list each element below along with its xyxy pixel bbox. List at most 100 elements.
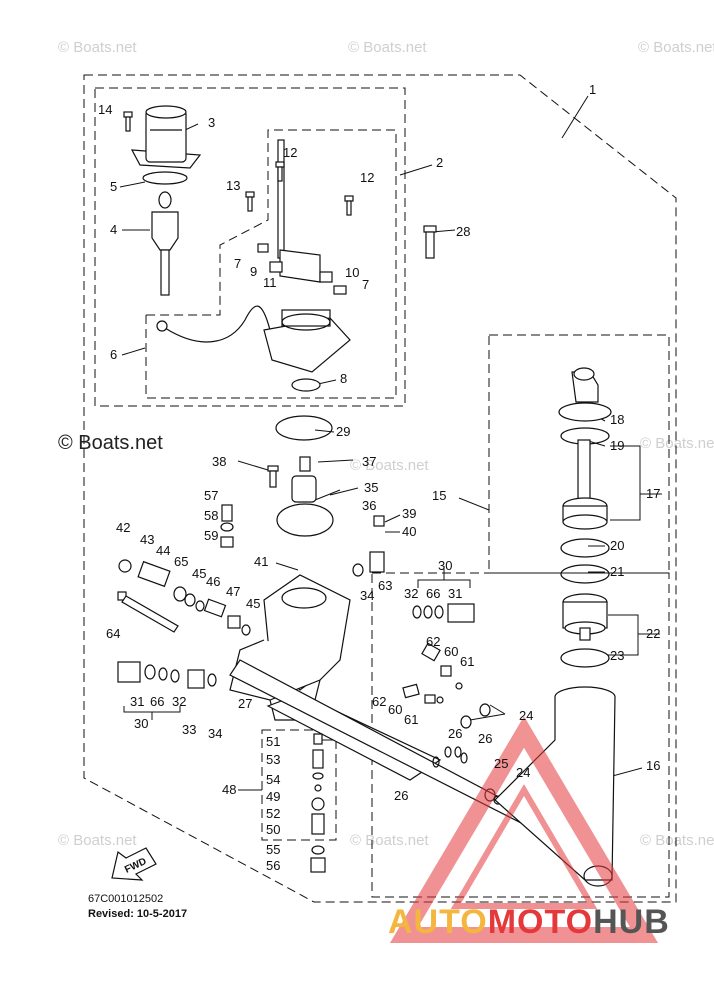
revised-date: Revised: 10-5-2017: [88, 908, 188, 920]
callout-12b: 12: [360, 170, 374, 185]
callout-29: 29: [336, 424, 350, 439]
screws-12-13: [245, 161, 354, 216]
valve-63: [352, 551, 385, 577]
automotohub-logo: AUTOMOTOHUB: [388, 903, 670, 942]
bolt-38: [267, 465, 279, 488]
callout-50: 50: [266, 822, 280, 837]
part-code: 67C001012502: [88, 893, 164, 905]
callout-34a: 34: [208, 726, 222, 741]
pump-base: [263, 309, 351, 373]
valve-43-44: [137, 560, 205, 612]
valve-stack-48: [310, 733, 326, 873]
callout-7b: 7: [362, 277, 369, 292]
callout-35: 35: [364, 480, 378, 495]
spring-37: [299, 456, 311, 472]
spring-46: [203, 598, 227, 618]
logo-part-moto: MOTO: [487, 903, 594, 941]
callout-45a: 45: [192, 566, 206, 581]
callout-5: 5: [110, 179, 117, 194]
callout-38: 38: [212, 454, 226, 469]
callout-66a: 66: [150, 694, 164, 709]
callout-61b: 61: [404, 712, 418, 727]
callout-24a: 24: [519, 708, 533, 723]
valve-cartridge-30-right: [412, 603, 475, 623]
callout-26b: 26: [478, 731, 492, 746]
callout-31b: 31: [448, 586, 462, 601]
callout-26c: 26: [394, 788, 408, 803]
callout-labels: 1 2 3 4 5 6 7 7 8 9 10 11 12 12 13 14 15…: [98, 82, 660, 873]
logo-part-auto: AUTO: [388, 903, 488, 941]
callout-64: 64: [106, 626, 120, 641]
callout-49: 49: [266, 789, 280, 804]
valve-60-62-lower: [402, 683, 444, 704]
callout-22: 22: [646, 626, 660, 641]
callout-23: 23: [610, 648, 624, 663]
callout-60b: 60: [388, 702, 402, 717]
o-ring-20: [560, 538, 610, 558]
o-ring-21: [560, 564, 610, 584]
callout-65: 65: [174, 554, 188, 569]
pump-gear-36: [276, 503, 334, 537]
callout-40: 40: [402, 524, 416, 539]
callout-46: 46: [206, 574, 220, 589]
brush-holder: [277, 139, 321, 283]
warning-triangle-logo: [389, 716, 659, 943]
gland-22: [562, 593, 608, 641]
pump-valve-group: [117, 456, 592, 873]
seat-58: [220, 522, 234, 532]
brand-watermark: © Boats.net: [58, 432, 163, 454]
piston-33: [187, 669, 205, 689]
callout-42: 42: [116, 520, 130, 535]
brushes-springs: [257, 243, 347, 295]
callout-4: 4: [110, 222, 117, 237]
callout-8: 8: [340, 371, 347, 386]
bolt-28: [423, 225, 437, 259]
callout-21: 21: [610, 564, 624, 579]
valve-39: [373, 515, 385, 527]
callout-1: 1: [589, 82, 596, 97]
callout-13: 13: [226, 178, 240, 193]
svg-text:© Boats.net: © Boats.net: [350, 832, 429, 849]
cap-42: [118, 559, 132, 573]
callout-56: 56: [266, 858, 280, 873]
valve-60-62-upper: [421, 642, 463, 690]
callout-63: 63: [378, 578, 392, 593]
assembly-boundaries: [83, 74, 677, 903]
callout-53: 53: [266, 752, 280, 767]
callout-60a: 60: [444, 644, 458, 659]
callout-2: 2: [436, 155, 443, 170]
callout-3: 3: [208, 115, 215, 130]
callout-54: 54: [266, 772, 280, 787]
callout-59: 59: [204, 528, 218, 543]
callout-32b: 32: [404, 586, 418, 601]
wire-lead-6: [156, 305, 271, 343]
callout-47: 47: [226, 584, 240, 599]
callout-61a: 61: [460, 654, 474, 669]
callout-51: 51: [266, 734, 280, 749]
callout-26a: 26: [448, 726, 462, 741]
o-ring-29: [275, 415, 333, 441]
svg-text:© Boats.net: © Boats.net: [350, 457, 429, 474]
callout-9: 9: [250, 264, 257, 279]
bolt-64: [117, 591, 179, 633]
callout-33: 33: [182, 722, 196, 737]
piston-47: [227, 615, 241, 629]
callout-32a: 32: [172, 694, 186, 709]
piston-rod-17: [558, 367, 612, 530]
callout-10: 10: [345, 265, 359, 280]
callout-36: 36: [362, 498, 376, 513]
spring-57: [221, 504, 233, 522]
gear-35: [291, 475, 317, 503]
callout-25: 25: [494, 756, 508, 771]
callout-24b: 24: [516, 765, 530, 780]
callout-16: 16: [646, 758, 660, 773]
svg-text:© Boats.net: © Boats.net: [348, 39, 427, 56]
callout-48: 48: [222, 782, 236, 797]
callout-14: 14: [98, 102, 112, 117]
armature-4: [151, 191, 179, 296]
watermarks: © Boats.net © Boats.net © Boats.net © Bo…: [58, 39, 714, 849]
callout-11: 11: [263, 275, 277, 290]
svg-text:© Boats.net: © Boats.net: [58, 39, 137, 56]
